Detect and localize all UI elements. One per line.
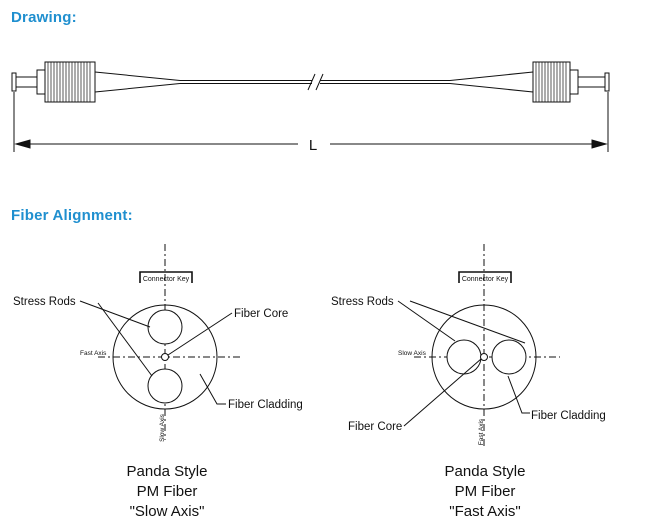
stress-rods-label: Stress Rods	[13, 296, 76, 308]
fiber-cladding-leader	[199, 373, 226, 405]
connector-key-label: Connector Key	[143, 276, 190, 283]
cable-drawing	[11, 61, 610, 152]
alignment-panel-fast-axis: Connector Key Stress Rods Fiber Core Fib…	[331, 244, 606, 520]
fiber-cladding-circle	[431, 304, 537, 410]
stress-rod-bottom	[147, 368, 183, 404]
stress-rods-leader	[79, 300, 151, 328]
length-dimension	[13, 92, 609, 152]
stress-rods-label: Stress Rods	[331, 296, 394, 308]
stress-rod-left	[446, 339, 482, 375]
vertical-axis-label: Fast Axis	[478, 418, 485, 445]
fiber-cladding-label: Fiber Cladding	[531, 410, 606, 422]
fiber-core-dot	[480, 353, 488, 361]
stress-rod-top	[147, 309, 183, 345]
stress-rods-leader-2	[409, 300, 526, 344]
connector-key-bracket	[458, 271, 512, 283]
connector-key-bracket	[139, 271, 193, 283]
caption-line-3: "Slow Axis"	[130, 503, 205, 520]
fiber-cladding-label: Fiber Cladding	[228, 399, 303, 411]
fiber-cladding-circle	[112, 304, 218, 410]
caption-line-1: Panda Style	[445, 463, 526, 480]
connector-key-label: Connector Key	[462, 276, 509, 283]
fiber-cladding-leader	[507, 375, 530, 414]
cable-line	[180, 73, 450, 91]
vertical-axis-label: Slow Axis	[159, 413, 166, 442]
stress-rod-right	[491, 339, 527, 375]
stress-rods-leader	[397, 300, 456, 342]
caption-line-2: PM Fiber	[455, 483, 516, 500]
left-connector	[11, 61, 181, 103]
horizontal-axis-label: Fast Axis	[80, 350, 107, 357]
caption-line-3: "Fast Axis"	[449, 503, 521, 520]
horizontal-axis-label: Slow Axis	[398, 350, 427, 357]
fiber-core-leader	[403, 358, 482, 427]
right-connector	[449, 61, 610, 103]
fiber-core-dot	[161, 353, 169, 361]
alignment-panel-slow-axis: Connector Key Stress Rods Fiber Core Fib…	[13, 244, 303, 520]
fiber-core-label: Fiber Core	[234, 308, 288, 320]
fiber-core-label: Fiber Core	[348, 421, 402, 433]
drawing-heading: Drawing:	[11, 9, 77, 26]
stress-rods-leader-2	[97, 302, 153, 377]
length-label: L	[309, 137, 317, 154]
fiber-core-leader	[167, 312, 233, 356]
fiber-alignment-heading: Fiber Alignment:	[11, 207, 133, 224]
caption-line-2: PM Fiber	[137, 483, 198, 500]
caption-line-1: Panda Style	[127, 463, 208, 480]
